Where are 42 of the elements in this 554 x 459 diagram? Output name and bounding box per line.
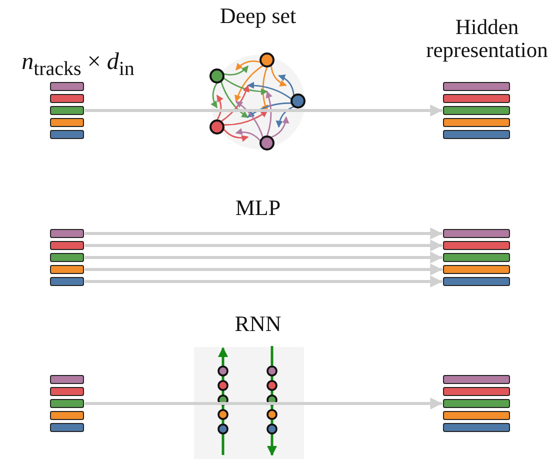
feature-bar <box>50 277 84 286</box>
feature-bar <box>443 375 510 384</box>
feature-bar <box>50 82 84 91</box>
arrow <box>84 276 442 288</box>
feature-bar <box>50 241 84 250</box>
section-title: Deep set <box>218 4 298 28</box>
arrow <box>84 264 442 276</box>
feature-bar <box>50 118 84 127</box>
feature-bar <box>443 94 510 103</box>
feature-bar <box>50 411 84 420</box>
feature-bar <box>443 106 510 115</box>
section-title: RNN <box>234 312 282 336</box>
feature-bar <box>443 82 510 91</box>
feature-bar <box>50 423 84 432</box>
arrow <box>84 104 442 116</box>
feature-bar <box>50 399 84 408</box>
feature-bar <box>443 277 510 286</box>
feature-bar <box>443 387 510 396</box>
section-title: MLP <box>234 196 282 220</box>
feature-bar <box>443 241 510 250</box>
arrow <box>84 398 442 410</box>
feature-bar <box>443 253 510 262</box>
feature-bar <box>443 265 510 274</box>
feature-bar <box>443 130 510 139</box>
feature-bar <box>50 253 84 262</box>
feature-bar <box>50 130 84 139</box>
arrow <box>84 252 442 264</box>
arrow <box>84 228 442 240</box>
arrow <box>84 240 442 252</box>
input-shape-label: n$_{tracks}$ × d$_{in}$ <box>20 50 136 80</box>
feature-bar <box>443 399 510 408</box>
feature-bar <box>443 423 510 432</box>
feature-bar <box>50 94 84 103</box>
feature-bar <box>50 229 84 238</box>
feature-bar <box>50 375 84 384</box>
feature-bar <box>50 265 84 274</box>
feature-bar <box>50 387 84 396</box>
feature-bar <box>443 229 510 238</box>
feature-bar <box>443 411 510 420</box>
feature-bar <box>443 118 510 127</box>
feature-bar <box>50 106 84 115</box>
output-label: Hidden representation <box>425 16 549 62</box>
